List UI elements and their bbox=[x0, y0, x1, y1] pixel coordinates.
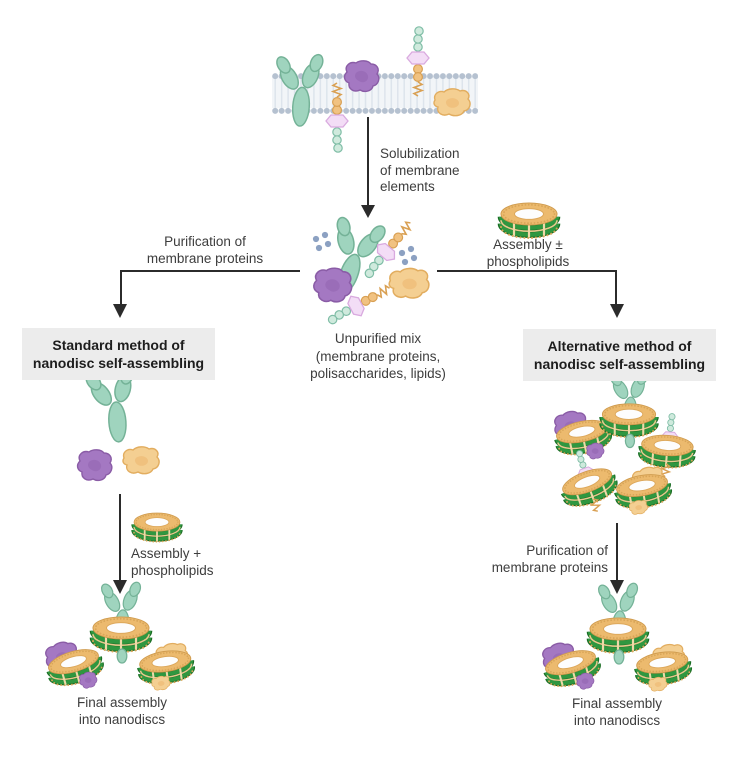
final-assembly-right-illustration bbox=[539, 582, 691, 699]
nanodisc-yellow-icon bbox=[614, 464, 672, 517]
right-branch-arrow bbox=[437, 270, 624, 318]
purification-right-label: Purification of membrane proteins bbox=[491, 543, 608, 575]
purple-protein-icon bbox=[76, 449, 113, 482]
right-purification-arrow bbox=[610, 523, 624, 594]
alternative-method-box: Alternative method of nanodisc self-asse… bbox=[523, 329, 716, 381]
final-assembly-right-label: Final assembly into nanodiscs bbox=[571, 696, 663, 728]
unpurified-mix-illustration bbox=[312, 210, 430, 331]
solute-dots-icon bbox=[398, 245, 418, 266]
purified-proteins-illustration bbox=[76, 362, 160, 482]
connector-arrows bbox=[113, 117, 624, 594]
purple-protein-icon bbox=[313, 267, 353, 303]
left-branch-arrow bbox=[113, 270, 300, 318]
yellow-protein-icon bbox=[122, 446, 160, 475]
standard-method-box: Standard method of nanodisc self-assembl… bbox=[22, 328, 215, 380]
purification-left-label: Purification of membrane proteins bbox=[146, 234, 264, 266]
left-assembly-arrow bbox=[113, 494, 127, 594]
unpurified-mix-label: Unpurified mix (membrane proteins, polis… bbox=[310, 331, 446, 381]
assembly-left-label: Assembly + phospholipids bbox=[131, 546, 214, 578]
nanodisc-icon-left bbox=[134, 513, 180, 542]
yellow-protein-icon bbox=[388, 267, 430, 299]
membrane-illustration bbox=[272, 25, 478, 152]
solubilization-arrow bbox=[361, 117, 375, 218]
final-assembly-left-illustration bbox=[42, 581, 194, 698]
solubilization-label: Solubilization of membrane elements bbox=[380, 146, 460, 194]
final-assembly-left-label: Final assembly into nanodiscs bbox=[76, 695, 168, 727]
alternative-nanodisc-cluster bbox=[552, 369, 696, 520]
solute-dots-icon bbox=[312, 231, 332, 252]
assembly-right-label: Assembly ± phospholipids bbox=[486, 237, 570, 269]
nanodisc-icon-right bbox=[501, 203, 557, 238]
